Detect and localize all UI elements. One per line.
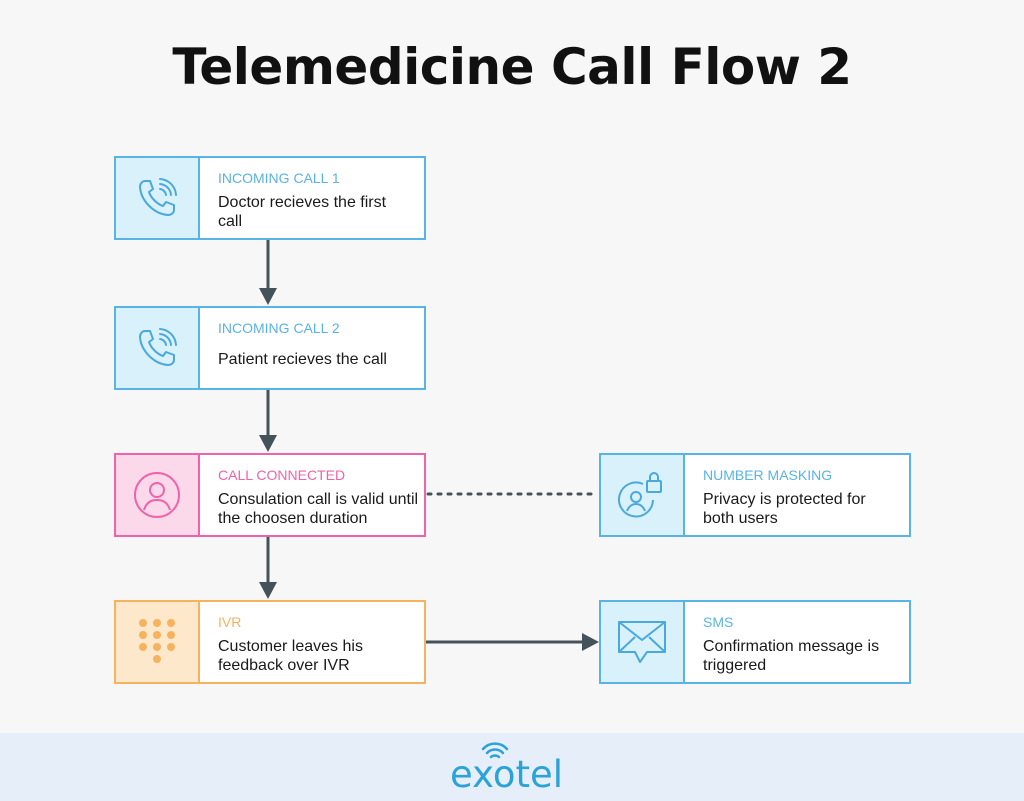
- user-lock-icon: [601, 455, 685, 535]
- node-description: Doctor recieves the first call: [218, 194, 387, 230]
- envelope-message-icon: [601, 602, 685, 682]
- node-label: INCOMING CALL 1: [218, 170, 340, 186]
- node-label: CALL CONNECTED: [218, 467, 346, 483]
- edge-call1-to-call2: [259, 240, 277, 305]
- node-label: IVR: [218, 614, 242, 630]
- edge-ivr-to-sms: [426, 633, 599, 651]
- phone-ringing-icon: [116, 158, 200, 238]
- node-description: Consulation call is valid until the choo…: [218, 491, 419, 527]
- logo-wordmark: exotel: [450, 753, 563, 796]
- node-description: Privacy is protected for both users: [703, 491, 866, 527]
- user-circle-icon: [116, 455, 200, 535]
- node-sms: SMS Confirmation message is triggered: [599, 600, 911, 684]
- footer-band: [0, 733, 1024, 801]
- node-call-connected: CALL CONNECTED Consulation call is valid…: [114, 453, 426, 537]
- node-description: Patient recieves the call: [218, 351, 387, 368]
- page-title: Telemedicine Call Flow 2: [172, 38, 852, 96]
- edge-call2-to-connected: [259, 390, 277, 452]
- node-ivr: IVR Customer leaves his feedback over IV…: [114, 600, 426, 684]
- exotel-logo: exotel: [450, 742, 563, 796]
- node-incoming-call-2: INCOMING CALL 2 Patient recieves the cal…: [114, 306, 426, 390]
- node-description: Confirmation message is triggered: [703, 638, 880, 674]
- node-number-masking: NUMBER MASKING Privacy is protected for …: [599, 453, 911, 537]
- node-description: Customer leaves his feedback over IVR: [218, 638, 363, 674]
- phone-ringing-icon: [116, 308, 200, 388]
- node-label: NUMBER MASKING: [703, 467, 833, 483]
- node-label: SMS: [703, 614, 734, 630]
- keypad-icon: [116, 602, 200, 682]
- edge-connected-to-ivr: [259, 537, 277, 599]
- node-label: INCOMING CALL 2: [218, 320, 340, 336]
- node-incoming-call-1: INCOMING CALL 1 Doctor recieves the firs…: [114, 156, 426, 240]
